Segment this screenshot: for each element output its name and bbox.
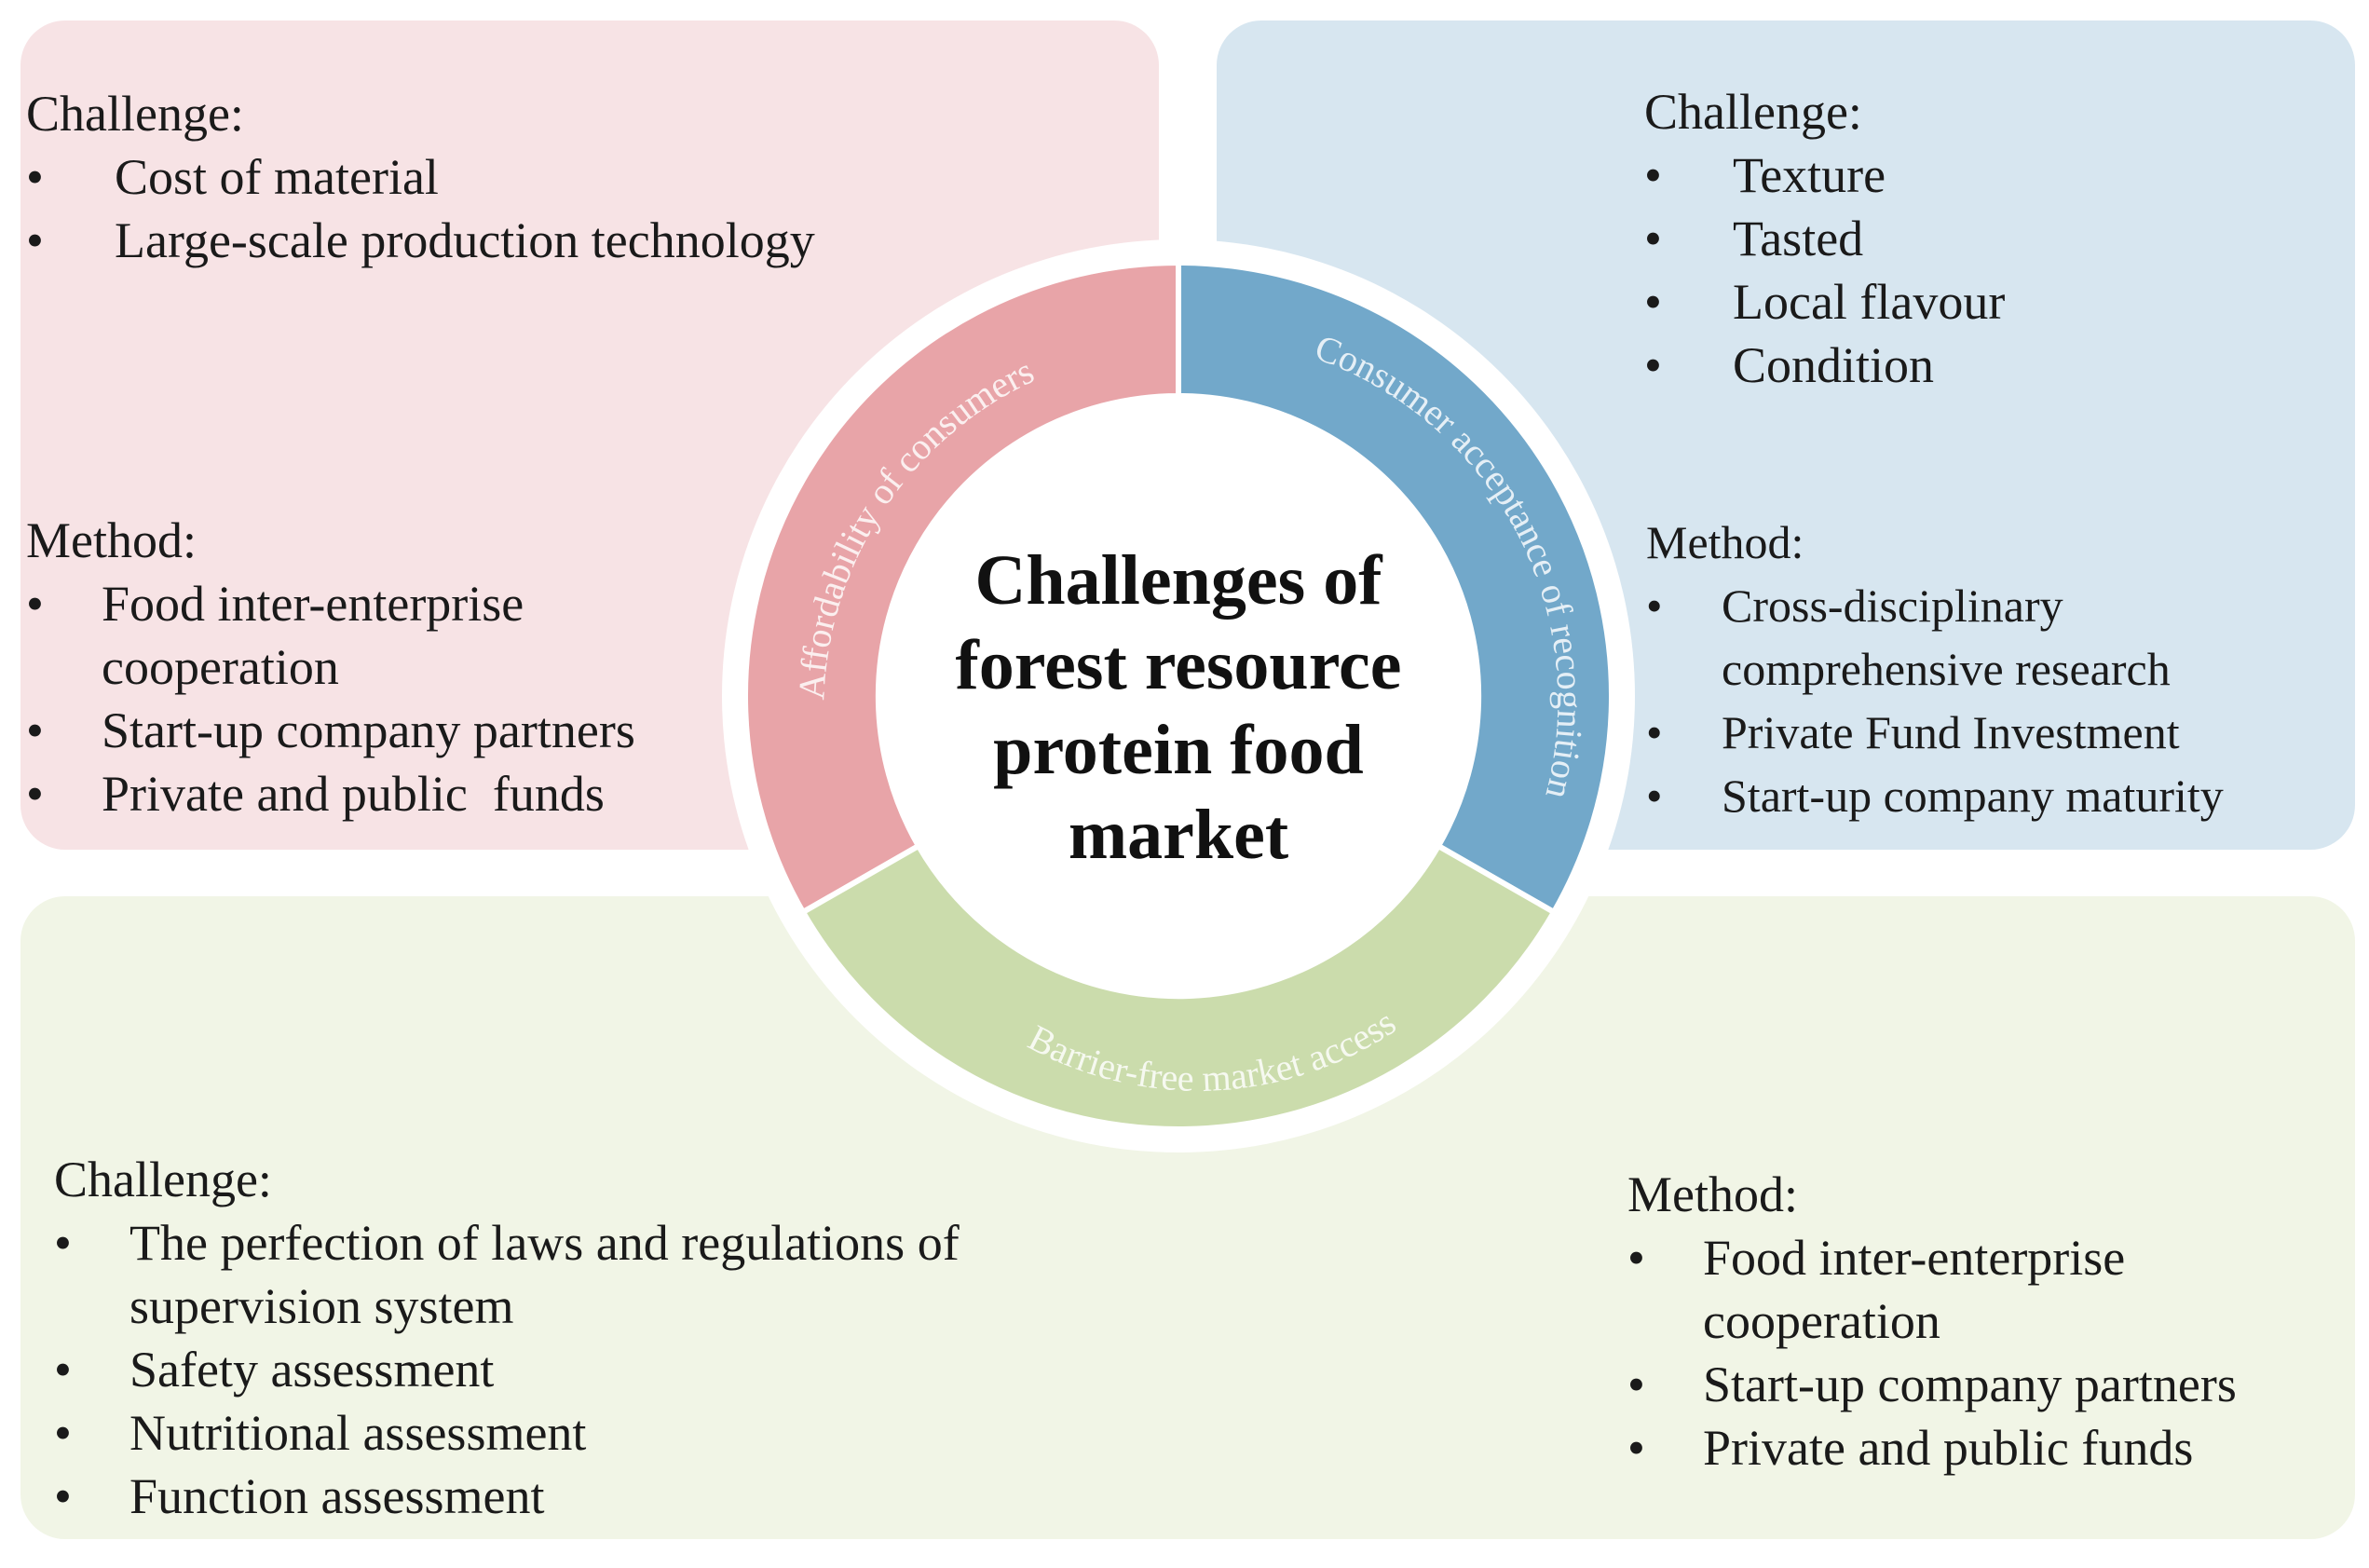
challenge-heading: Challenge:	[1644, 84, 1862, 140]
bullet-icon: •	[26, 702, 44, 758]
method-list: •Food inter-enterprise cooperation •Star…	[26, 572, 791, 825]
list-item: •Cross-disciplinary comprehensive resear…	[1646, 574, 2369, 701]
list-item: •Large-scale production technology	[26, 209, 815, 272]
bullet-icon: •	[26, 576, 44, 632]
bullet-icon: •	[1646, 770, 1663, 822]
affordability-method-block: Method: •Food inter-enterprise cooperati…	[26, 509, 791, 825]
bullet-icon: •	[26, 149, 44, 205]
challenge-list: •Cost of material •Large-scale productio…	[26, 145, 815, 272]
challenge-heading: Challenge:	[54, 1152, 272, 1207]
affordability-challenge-block: Challenge: •Cost of material •Large-scal…	[26, 82, 815, 272]
bullet-icon: •	[1644, 211, 1662, 266]
list-item: •Local flavour	[1644, 270, 2005, 334]
list-item: •Tasted	[1644, 207, 2005, 270]
bullet-icon: •	[54, 1342, 72, 1398]
method-heading: Method:	[1627, 1166, 1798, 1222]
bullet-icon: •	[1627, 1420, 1645, 1476]
acceptance-challenge-block: Challenge: •Texture •Tasted •Local flavo…	[1644, 80, 2005, 397]
method-heading: Method:	[1646, 516, 1804, 568]
center-title-line: protein food	[993, 711, 1364, 789]
challenge-list: •The perfection of laws and regulations …	[54, 1211, 1154, 1528]
acceptance-method-block: Method: •Cross-disciplinary comprehensiv…	[1646, 511, 2369, 827]
access-challenge-block: Challenge: •The perfection of laws and r…	[54, 1148, 1154, 1528]
bullet-icon: •	[26, 212, 44, 268]
bullet-icon: •	[54, 1405, 72, 1461]
bullet-icon: •	[1646, 706, 1663, 758]
list-item: •Safety assessment	[54, 1338, 1154, 1401]
challenge-list: •Texture •Tasted •Local flavour •Conditi…	[1644, 143, 2005, 397]
bullet-icon: •	[54, 1468, 72, 1524]
list-item: •Start-up company partners	[26, 699, 791, 762]
list-item: •Food inter-enterprise cooperation	[1627, 1226, 2369, 1353]
bullet-icon: •	[1644, 147, 1662, 203]
bullet-icon: •	[1627, 1357, 1645, 1412]
bullet-icon: •	[54, 1215, 72, 1271]
list-item: •Start-up company partners	[1627, 1353, 2369, 1416]
list-item: •The perfection of laws and regulations …	[54, 1211, 1154, 1338]
bullet-icon: •	[1644, 337, 1662, 393]
method-heading: Method:	[26, 512, 197, 568]
center-title-line: market	[1068, 796, 1289, 874]
center-title-line: forest resource	[955, 626, 1402, 704]
list-item: •Private and public funds	[1627, 1416, 2369, 1479]
method-list: •Cross-disciplinary comprehensive resear…	[1646, 574, 2369, 827]
bullet-icon: •	[1627, 1230, 1645, 1286]
center-title: Challenges of forest resource protein fo…	[932, 539, 1425, 878]
consumer-acceptance-segment	[1176, 259, 1614, 917]
access-method-block: Method: •Food inter-enterprise cooperati…	[1627, 1163, 2369, 1479]
list-item: •Nutritional assessment	[54, 1401, 1154, 1465]
ring-center	[882, 400, 1475, 992]
list-item: •Texture	[1644, 143, 2005, 207]
list-item: •Private and public funds	[26, 762, 791, 825]
method-list: •Food inter-enterprise cooperation •Star…	[1627, 1226, 2369, 1479]
list-item: •Private Fund Investment	[1646, 701, 2369, 764]
challenge-heading: Challenge:	[26, 86, 244, 142]
bullet-icon: •	[1644, 274, 1662, 330]
affordability-segment	[742, 259, 1181, 917]
list-item: •Cost of material	[26, 145, 815, 209]
list-item: •Start-up company maturity	[1646, 764, 2369, 827]
list-item: •Condition	[1644, 334, 2005, 397]
bullet-icon: •	[26, 766, 44, 822]
list-item: •Function assessment	[54, 1465, 1154, 1528]
center-title-line: Challenges of	[974, 541, 1382, 620]
bullet-icon: •	[1646, 579, 1663, 632]
market-access-segment	[798, 841, 1559, 1132]
list-item: •Food inter-enterprise cooperation	[26, 572, 791, 699]
